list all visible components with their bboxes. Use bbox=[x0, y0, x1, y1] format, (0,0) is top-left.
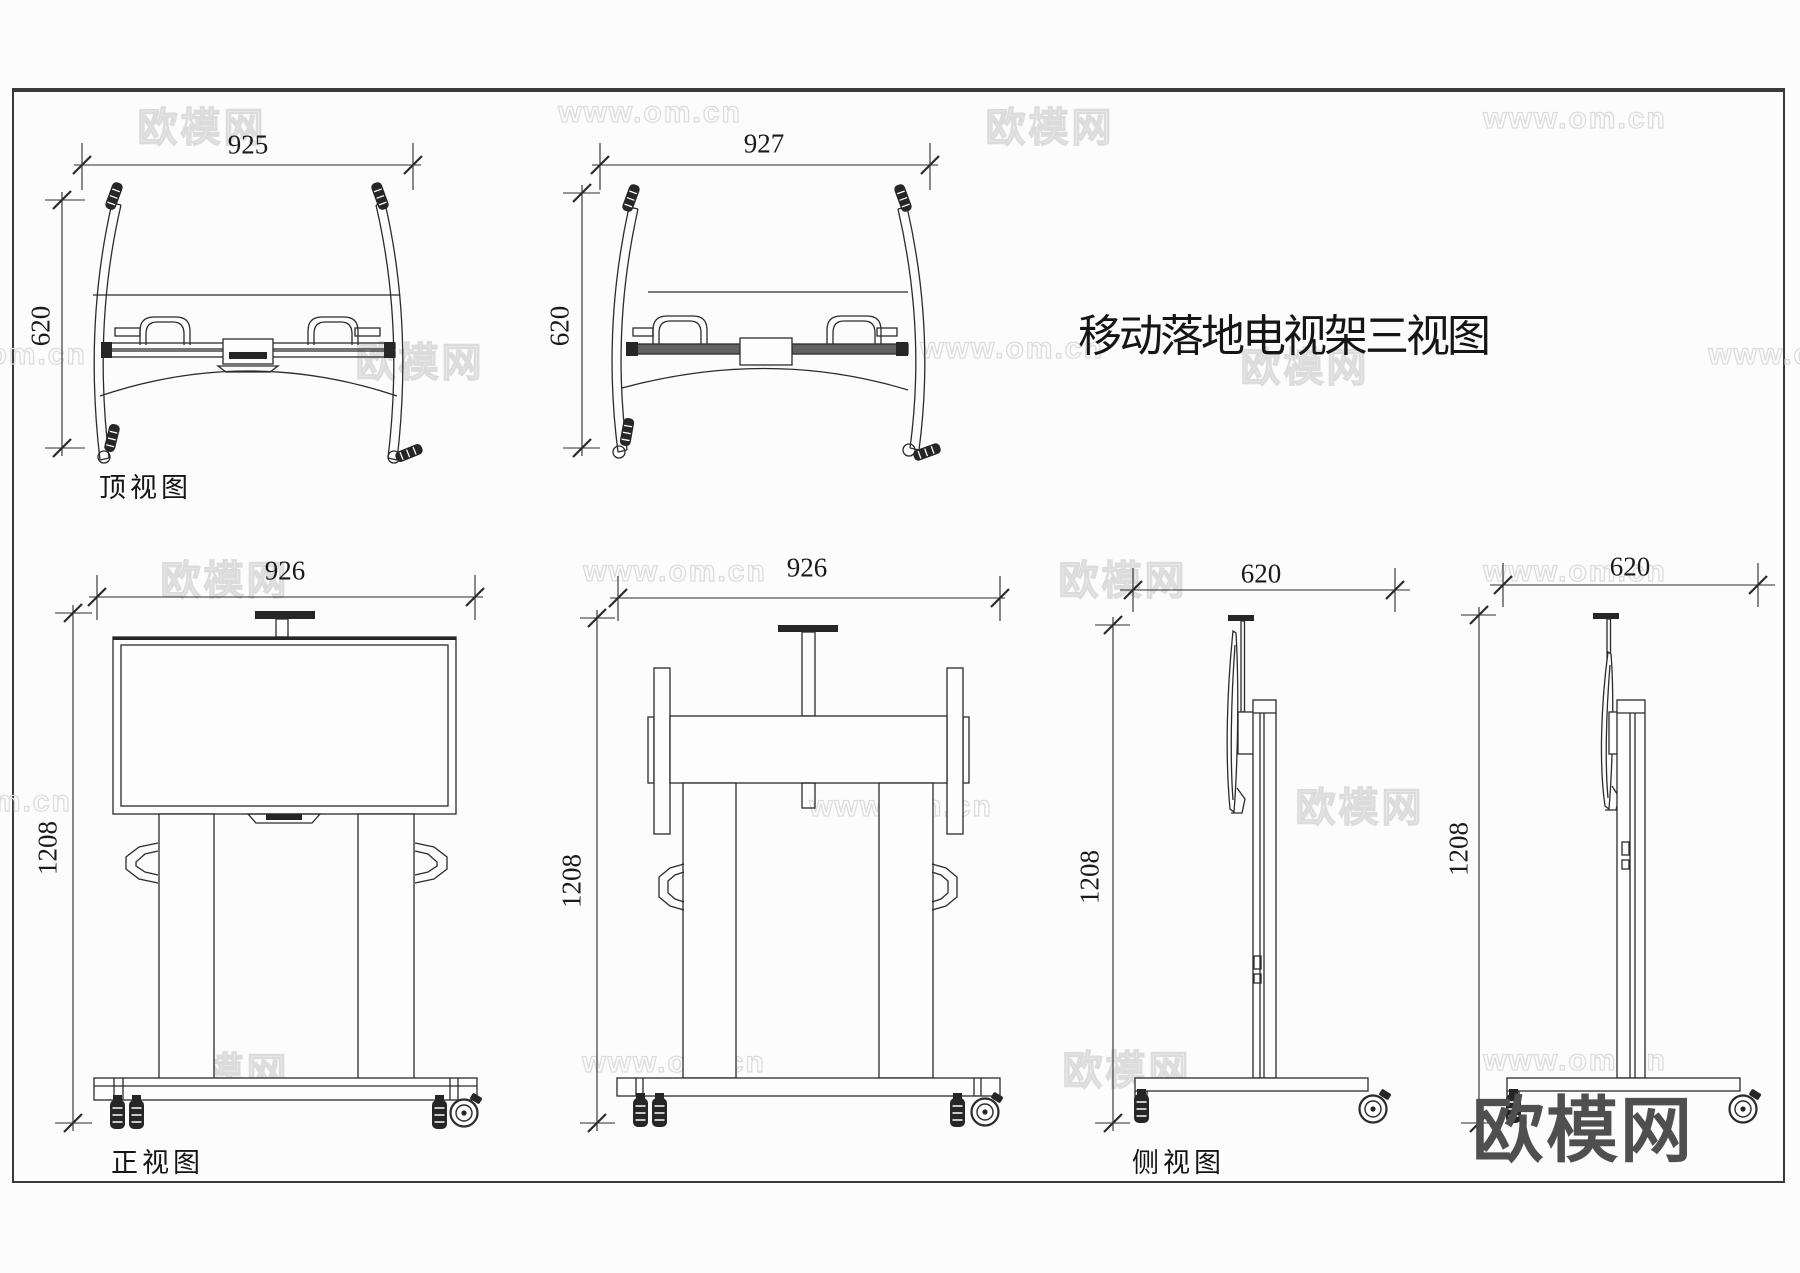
dim-top-view-width: 925 bbox=[227, 129, 269, 160]
watermark-text: www.om.cn bbox=[558, 95, 742, 129]
watermark-text: www.om.cn bbox=[583, 554, 767, 588]
drawing-border bbox=[12, 88, 1785, 1183]
dim-side-view-height: 1208 bbox=[1074, 850, 1105, 904]
top-view-label: 顶视图 bbox=[99, 473, 192, 503]
watermark-text: 欧模网 bbox=[985, 105, 1115, 150]
dim-front-view-width: 926 bbox=[264, 555, 306, 586]
top-view-drawing bbox=[45, 143, 425, 464]
dim-back-view-height: 1208 bbox=[556, 854, 587, 908]
watermark-text: www.om.cn bbox=[1708, 337, 1800, 371]
dim-front-view-height: 1208 bbox=[32, 821, 63, 875]
front-view-label: 正视图 bbox=[111, 1148, 204, 1178]
dim-bottom-view-width: 927 bbox=[743, 128, 785, 159]
dim-back-view-width: 926 bbox=[786, 552, 828, 583]
watermark-text: www.om.cn bbox=[0, 784, 72, 818]
dim-side-view-width: 620 bbox=[1240, 558, 1282, 589]
watermark-text: 欧模网 bbox=[160, 558, 290, 603]
watermark-text: www.om.cn bbox=[1483, 101, 1667, 135]
side-view-drawing bbox=[1095, 568, 1410, 1134]
dim-side-view-2-height: 1208 bbox=[1443, 822, 1474, 876]
watermark-text: 欧模网 bbox=[137, 105, 267, 150]
site-logo: 欧模网 bbox=[1471, 1091, 1695, 1172]
watermark-text: 欧模网 bbox=[1295, 785, 1425, 830]
watermark-text: www.om.cn bbox=[0, 337, 87, 371]
watermark-text: 欧模网 bbox=[1058, 558, 1188, 603]
drawing-title: 移动落地电视架三视图 bbox=[1078, 312, 1491, 361]
bottom-view-drawing bbox=[563, 143, 943, 463]
watermark-text: 欧模网 bbox=[1240, 345, 1370, 390]
watermark-text: www.om.cn bbox=[920, 331, 1104, 365]
side-view-label: 侧视图 bbox=[1132, 1148, 1225, 1178]
dim-top-view-depth: 620 bbox=[25, 305, 56, 347]
side-view-2-drawing bbox=[1461, 563, 1775, 1134]
watermark-text: www.om.cn bbox=[1483, 554, 1667, 588]
dim-side-view-2-width: 620 bbox=[1609, 551, 1651, 582]
dim-bottom-view-depth: 620 bbox=[544, 305, 575, 347]
front-view-drawing bbox=[55, 575, 486, 1134]
back-view-drawing bbox=[580, 576, 1011, 1134]
watermark-text: 欧模网 bbox=[355, 340, 485, 385]
